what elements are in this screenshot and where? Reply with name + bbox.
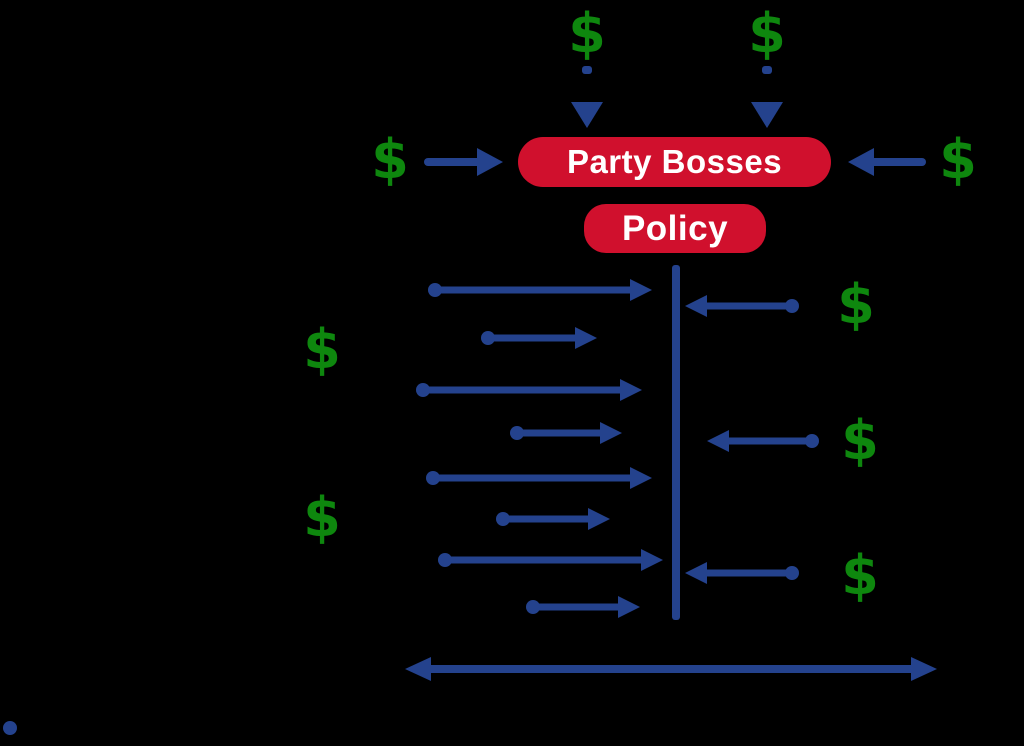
dollar-right-column-3-icon: $: [841, 544, 879, 607]
arrowhead-icon: [707, 430, 729, 452]
arrowhead-icon: [685, 295, 707, 317]
arrowhead-icon: [600, 422, 622, 444]
arrow-shaft: [699, 569, 795, 577]
left-flow-arrow-1: [428, 275, 652, 305]
dollar-right-column-1-icon: $: [837, 273, 875, 336]
money-down-arrow-left: [571, 66, 603, 128]
arrow-tail-dot: [428, 283, 442, 297]
arrow-tail-dot: [481, 331, 495, 345]
arrow-shaft: [721, 437, 815, 445]
arrow-shaft: [514, 429, 608, 437]
right-flow-arrow-3: [685, 558, 799, 588]
arrow-shaft: [430, 474, 638, 482]
dollar-top-left-icon: $: [568, 2, 606, 65]
policy-box: Policy: [584, 204, 766, 253]
arrowhead-icon: [630, 279, 652, 301]
left-flow-arrow-5: [426, 463, 652, 493]
arrow-shaft: [699, 302, 795, 310]
arrow-tail-dot: [496, 512, 510, 526]
arrow-tail-dot: [438, 553, 452, 567]
arrowhead-icon: [477, 148, 503, 176]
arrow-shaft: [423, 665, 919, 673]
money-into-party-bosses-from-left: [422, 147, 503, 177]
arrow-tail-dot: [510, 426, 524, 440]
arrow-tail-dot: [426, 471, 440, 485]
arrow-shaft: [862, 158, 926, 166]
arrow-shaft: [432, 286, 638, 294]
arrowhead-icon: [618, 596, 640, 618]
dollar-right-column-2-icon: $: [841, 409, 879, 472]
arrow-shaft: [420, 386, 628, 394]
right-flow-arrow-2: [707, 426, 819, 456]
dollar-left-of-party-bosses-icon: $: [371, 128, 409, 191]
arrowhead-icon: [848, 148, 874, 176]
arrow-shaft: [500, 515, 596, 523]
left-flow-arrow-3: [416, 375, 642, 405]
arrow-tail-dot: [785, 566, 799, 580]
arrowhead-icon: [685, 562, 707, 584]
right-flow-arrow-1: [685, 291, 799, 321]
arrowhead-icon: [630, 467, 652, 489]
arrow-tail-dot: [526, 600, 540, 614]
left-flow-arrow-8: [526, 592, 640, 622]
left-flow-arrow-7: [438, 545, 663, 575]
arrowhead-icon: [751, 102, 783, 128]
arrow-tail-dot: [805, 434, 819, 448]
party-bosses-label: Party Bosses: [566, 143, 783, 180]
dollar-left-column-upper-icon: $: [303, 318, 341, 381]
arrow-shaft: [485, 334, 583, 342]
arrowhead-icon: [641, 549, 663, 571]
party-bosses-box: Party Bosses: [518, 137, 831, 187]
arrow-shaft: [424, 158, 489, 166]
left-flow-arrow-6: [496, 504, 610, 534]
arrow-shaft: [582, 66, 592, 74]
money-into-party-bosses-from-right: [848, 147, 928, 177]
dollar-top-right-icon: $: [748, 2, 786, 65]
arrow-shaft: [530, 603, 626, 611]
arrow-tail-dot: [785, 299, 799, 313]
left-flow-arrow-2: [481, 323, 597, 353]
arrow-shaft: [442, 556, 649, 564]
arrowhead-left-icon: [405, 657, 431, 681]
arrow-shaft: [762, 66, 772, 74]
arrowhead-icon: [571, 102, 603, 128]
arrowhead-right-icon: [911, 657, 937, 681]
dollar-right-of-party-bosses-icon: $: [939, 128, 977, 191]
bottom-double-arrow: [405, 654, 937, 684]
left-flow-arrow-4: [510, 418, 622, 448]
arrow-tail-dot: [416, 383, 430, 397]
policy-axis-line: [672, 265, 680, 620]
arrowhead-icon: [588, 508, 610, 530]
money-down-arrow-right: [751, 66, 783, 128]
arrowhead-icon: [620, 379, 642, 401]
arrowhead-icon: [575, 327, 597, 349]
dollar-left-column-lower-icon: $: [303, 486, 341, 549]
policy-label: Policy: [621, 208, 729, 248]
corner-dot: [3, 721, 17, 735]
